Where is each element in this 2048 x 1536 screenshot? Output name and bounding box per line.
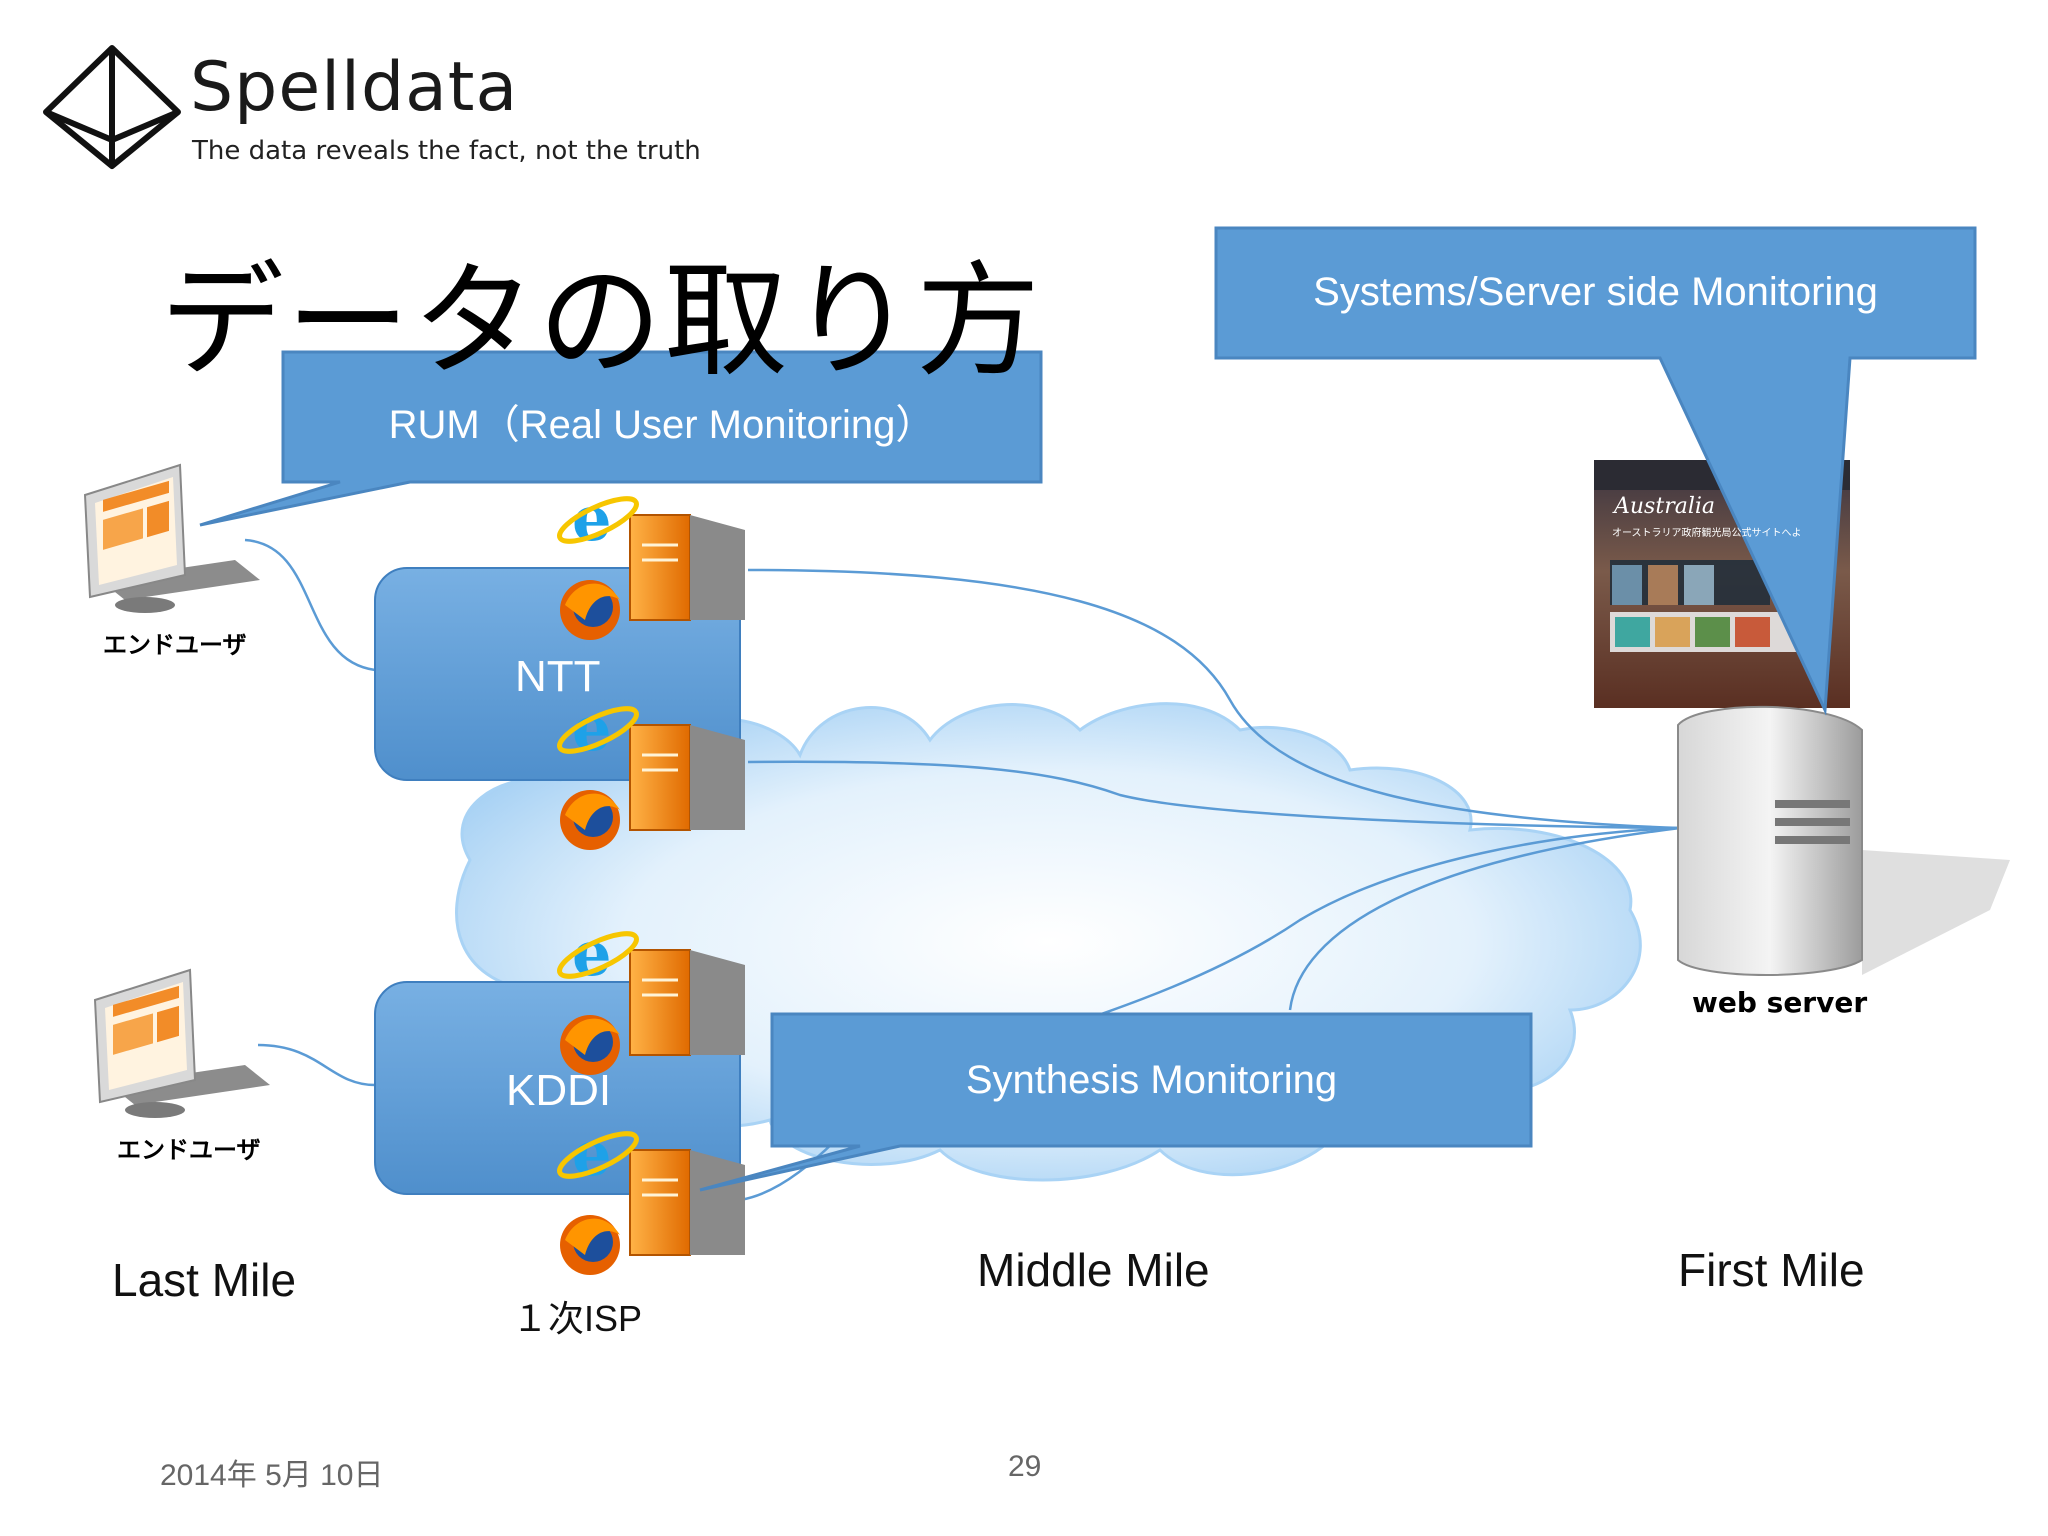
isp-label-kddi: KDDI: [506, 1066, 612, 1115]
browser-agent-icon: e: [557, 1117, 745, 1275]
browser-agent-icon: e: [557, 917, 745, 1075]
callout-rum: [199, 350, 1043, 527]
page-number: 29: [1008, 1450, 1042, 1483]
end-user-label: エンドユーザ: [117, 1136, 261, 1164]
logo-name: Spelldata: [190, 48, 519, 127]
callout-server-text: Systems/Server side Monitoring: [1313, 270, 1878, 314]
end-user-computer-icon: [93, 968, 270, 1118]
logo-icon: [43, 45, 181, 169]
browser-agent-icon: e: [557, 482, 745, 640]
browser-agent-icon: e: [557, 692, 745, 850]
page-title: データの取り方: [160, 250, 1043, 394]
footer-date: 2014年 5月 10日: [160, 1459, 384, 1492]
web-server-icon: [1677, 705, 2010, 976]
isp-label-ntt: NTT: [515, 652, 601, 701]
label-last-mile: Last Mile: [112, 1254, 297, 1306]
label-primary-isp: １次ISP: [512, 1298, 643, 1339]
screenshot-title: Australia: [1614, 494, 1716, 519]
logo-tagline: The data reveals the fact, not the truth: [192, 136, 701, 166]
label-middle-mile: Middle Mile: [977, 1244, 1210, 1296]
end-user-label: エンドユーザ: [103, 631, 247, 659]
end-user-computer-icon: [83, 463, 260, 613]
label-first-mile: First Mile: [1678, 1244, 1865, 1296]
web-server-label: web server: [1692, 986, 1868, 1019]
screenshot-subtitle: オーストラリア政府観光局公式サイトへよ: [1612, 528, 1802, 539]
callout-rum-text: RUM（Real User Monitoring）: [388, 403, 936, 447]
callout-synthesis-text: Synthesis Monitoring: [965, 1058, 1338, 1102]
callout-server-monitoring: [1214, 226, 1977, 716]
callout-synthesis: [699, 1012, 1533, 1192]
